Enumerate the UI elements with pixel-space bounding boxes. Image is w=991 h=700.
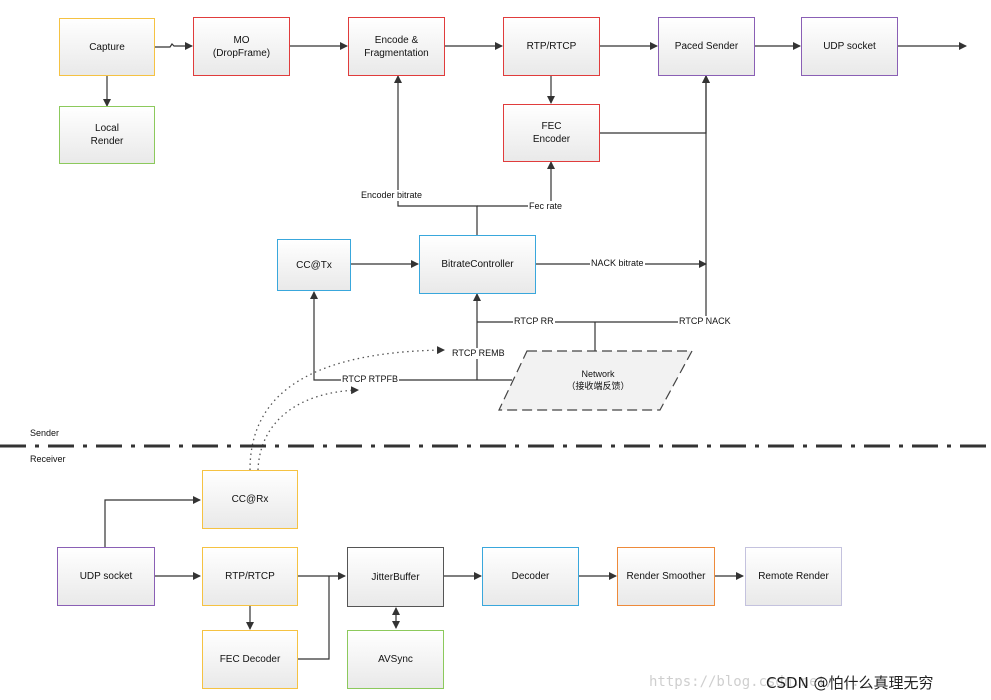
label-rtcp-nack: RTCP NACK <box>678 316 732 327</box>
network-shape <box>498 350 694 411</box>
edge-fecdec-jitter <box>298 576 330 660</box>
encode-fragmentation-node: Encode & Fragmentation <box>348 17 445 76</box>
label-encoder-bitrate: Encoder bitrate <box>360 190 424 201</box>
label-fec-rate: Fec rate <box>528 201 564 212</box>
label-rtcp-remb: RTCP REMB <box>451 348 506 359</box>
edge-bitrate-fec <box>477 161 555 207</box>
local-render-node: Local Render <box>59 106 155 164</box>
decoder-node: Decoder <box>482 547 579 606</box>
avsync-node: AVSync <box>347 630 444 689</box>
feedback-remb-curve <box>249 346 445 471</box>
edge-network-cctx <box>310 291 512 381</box>
rtp-rtcp-sender-node: RTP/RTCP <box>503 17 600 76</box>
sender-section-label: Sender <box>30 428 60 438</box>
edge-bitrate-encoder <box>394 75 478 236</box>
receiver-section-label: Receiver <box>30 454 66 464</box>
feedback-rtpfb-curve <box>257 386 359 471</box>
jitter-buffer-node: JitterBuffer <box>347 547 444 607</box>
paced-sender-node: Paced Sender <box>658 17 755 76</box>
rtp-rtcp-receiver-node: RTP/RTCP <box>202 547 298 606</box>
udp-socket-receiver-node: UDP socket <box>57 547 155 606</box>
edge-udp-ccrx <box>104 496 201 547</box>
csdn-credit: CSDN @怕什么真理无穷 <box>766 674 934 692</box>
bitrate-controller-node: BitrateController <box>419 235 536 294</box>
cc-tx-node: CC@Tx <box>277 239 351 291</box>
capture-node: Capture <box>59 18 155 76</box>
udp-socket-sender-node: UDP socket <box>801 17 898 76</box>
fec-decoder-node: FEC Decoder <box>202 630 298 689</box>
edge-fec-paced <box>600 75 710 134</box>
label-rtcp-rr: RTCP RR <box>513 316 555 327</box>
remote-render-node: Remote Render <box>745 547 842 606</box>
mo-dropframe-node: MO (DropFrame) <box>193 17 290 76</box>
fec-encoder-node: FEC Encoder <box>503 104 600 162</box>
url-watermark: https://blog.csdn.net/... <box>649 674 860 690</box>
network-feedback-node: Network （接收端反馈） <box>566 369 630 391</box>
label-nack-bitrate: NACK bitrate <box>590 258 645 269</box>
render-smoother-node: Render Smoother <box>617 547 715 606</box>
cc-rx-node: CC@Rx <box>202 470 298 529</box>
label-rtcp-rtpfb: RTCP RTPFB <box>341 374 400 385</box>
edge-capture-mo <box>155 42 193 50</box>
